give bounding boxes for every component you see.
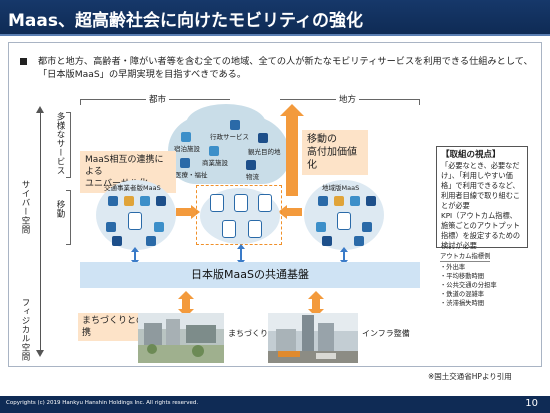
car-icon (366, 196, 376, 206)
car-icon (156, 196, 166, 206)
delivery-icon (246, 160, 256, 170)
smartphone-icon (128, 212, 142, 230)
train-icon (108, 196, 118, 206)
kpi-item: ・平均移動時間 (440, 273, 485, 280)
ship-icon (322, 236, 332, 246)
kpi-item: ・外出率 (440, 264, 466, 271)
regional-maas-label: 地域版MaaS (322, 184, 360, 192)
axis-label-physical: フィジカル空間 (20, 298, 30, 361)
axis-label-cyber: サイバー空間 (20, 180, 30, 234)
scooter-icon (146, 236, 156, 246)
service-cloud (168, 116, 290, 184)
town-photo (138, 313, 224, 363)
service-lodging: 宿泊施設 (174, 145, 200, 153)
bicycle-icon (106, 222, 116, 232)
platform-infra-arrow (308, 291, 324, 317)
bracket-services (66, 112, 71, 178)
bicycle-icon (316, 222, 326, 232)
government-building-icon (230, 120, 240, 130)
infra-photo (268, 313, 358, 363)
shopping-icon (209, 146, 219, 156)
taxi-icon (334, 196, 344, 206)
bullet-point: 都市と地方、高齢者・障がい者等を含む全ての地域、全ての人が新たなモビリティサービ… (20, 55, 535, 81)
kpi-heading: アウトカム指標例 (440, 253, 491, 262)
title-bar: Maas、超高齢社会に向けたモビリティの強化 (0, 0, 550, 34)
bus-icon (318, 196, 328, 206)
service-tourism: 観光目的地 (248, 148, 281, 156)
service-commerce: 商業施設 (202, 159, 228, 167)
infra-photo-image (268, 313, 358, 363)
kpi-item: ・鉄道の混雑率 (440, 291, 485, 298)
hospital-icon (180, 158, 190, 168)
kpi-examples: アウトカム指標例 ・外出率 ・平均移動時間 ・公共交通の分担率 ・鉄道の混雑率 … (440, 252, 532, 308)
smartphone-icon (210, 194, 224, 212)
bullet-square-icon (20, 58, 27, 65)
town-photo-label: まちづくり (228, 329, 268, 338)
callout-town-link-text: まちづくりとの連携 (82, 316, 154, 338)
callout-value: 移動の 高付加価値化 (302, 130, 368, 175)
smartphone-icon (337, 212, 351, 230)
smartphone-icon (222, 220, 236, 238)
bus-icon (140, 196, 150, 206)
platform-town-arrow (178, 291, 194, 317)
common-platform: 日本版MaaSの共通基盤 (80, 262, 420, 288)
infra-photo-label: インフラ整備 (362, 329, 410, 338)
axis-arrow-down-icon (36, 350, 44, 357)
row-label-mobility: 移動 (55, 200, 65, 218)
town-photo-image (138, 313, 224, 363)
title-underline (0, 34, 550, 36)
callout-value-text: 移動の 高付加価値化 (307, 134, 357, 171)
column-label-city: 都市 (146, 93, 170, 105)
viewpoint-body: 「必要なとき、必要なだけ」、「利用しやすい価格」で利用できるなど、利用者目線で取… (441, 161, 521, 250)
service-logistics: 物流 (246, 173, 259, 181)
footer-copyright: Copyrights (c) 2019 Hankyu Hanshin Holdi… (6, 400, 199, 406)
kpi-item: ・渋滞損失時間 (440, 300, 485, 307)
data-link-arrow-left (131, 247, 139, 265)
smartphone-icon (248, 220, 262, 238)
axis-arrow-up-icon (36, 106, 44, 113)
smartphone-icon (234, 194, 248, 212)
viewpoint-panel: 【取組の視点】 「必要なとき、必要なだけ」、「利用しやすい価格」で利用できるなど… (436, 146, 528, 250)
service-medical: 医療・福祉 (175, 171, 208, 179)
row-label-services: 多様なサービス (55, 112, 65, 175)
train-icon (350, 196, 360, 206)
vertical-axis (40, 112, 41, 352)
van-icon (362, 222, 372, 232)
ship-icon (112, 236, 122, 246)
service-admin: 行政サービス (210, 133, 249, 141)
source-note: ※国土交通省HPより引用 (428, 372, 512, 381)
hotel-icon (181, 132, 191, 142)
value-arrow-up (286, 112, 298, 196)
data-link-arrow-right (340, 247, 348, 265)
tower-icon (258, 133, 268, 143)
column-label-rural: 地方 (336, 93, 360, 105)
taxi-icon (124, 196, 134, 206)
scooter-icon (354, 236, 364, 246)
footer-bar: Copyrights (c) 2019 Hankyu Hanshin Holdi… (0, 396, 550, 413)
bracket-mobility (66, 190, 71, 245)
link-arrow-right (176, 205, 200, 219)
data-link-arrow-center (237, 244, 245, 265)
viewpoint-heading: 【取組の視点】 (441, 150, 501, 160)
operator-maas-label: 交通事業者版MaaS (104, 184, 161, 192)
kpi-item: ・公共交通の分担率 (440, 282, 497, 289)
page-number: 10 (525, 398, 538, 409)
slide-title: Maas、超高齢社会に向けたモビリティの強化 (8, 11, 363, 31)
common-platform-label: 日本版MaaSの共通基盤 (191, 268, 309, 281)
link-arrow-left (278, 205, 302, 219)
smartphone-icon (258, 194, 272, 212)
plane-icon (154, 222, 164, 232)
bullet-text: 都市と地方、高齢者・障がい者等を含む全ての地域、全ての人が新たなモビリティサービ… (38, 56, 533, 80)
